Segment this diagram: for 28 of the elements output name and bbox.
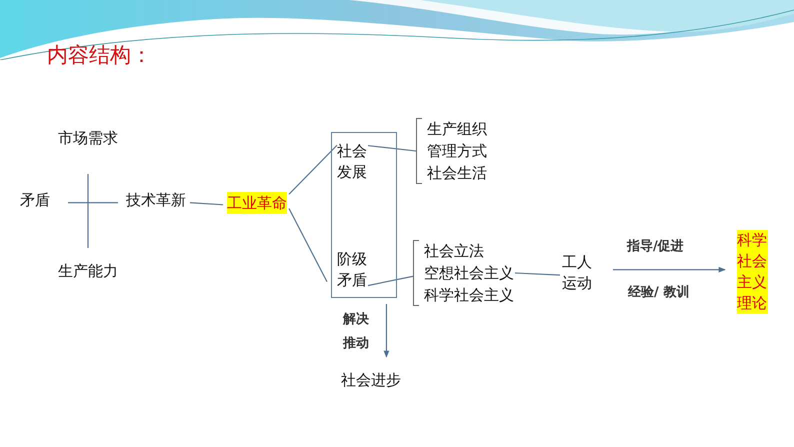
title: 内容结构：	[47, 42, 152, 69]
list-item: 科学社会主义	[424, 285, 514, 306]
list-item: 生产组织	[427, 119, 487, 140]
list-item: 社会生活	[427, 163, 487, 184]
connector-line	[190, 202, 224, 206]
term-text: 生产能力	[58, 260, 118, 282]
connector-line	[87, 174, 89, 248]
term-text: 技术革新	[126, 189, 186, 211]
list-item: 社会立法	[424, 241, 485, 262]
connector-line	[288, 144, 338, 195]
connector-line	[68, 202, 118, 204]
connector-line	[288, 208, 328, 282]
arrow	[613, 266, 726, 272]
term-text: 市场需求	[58, 127, 118, 149]
connector-line	[368, 145, 416, 152]
connector-line	[368, 276, 414, 286]
arrow	[384, 304, 390, 358]
term-text: 矛盾	[20, 189, 50, 211]
term-text: 社会进步	[341, 369, 401, 391]
term-text: 工人运动	[562, 252, 593, 294]
term-text: 社会发展	[337, 141, 368, 183]
list-item: 管理方式	[427, 141, 487, 162]
term-text: 阶级矛盾	[337, 249, 368, 291]
list-item: 空想社会主义	[424, 263, 514, 284]
highlighted-term: 科学社会主义理论	[737, 230, 768, 314]
group-box	[331, 132, 397, 298]
connector-line	[514, 272, 560, 276]
highlighted-term: 工业革命	[227, 192, 287, 214]
